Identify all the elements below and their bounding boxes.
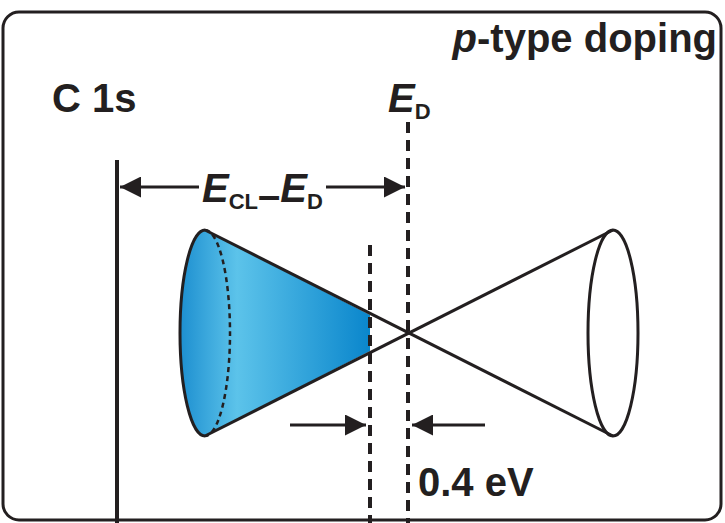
filled-states: [180, 230, 370, 436]
energy-term: ECL: [202, 168, 258, 213]
dirac-point-line: [406, 122, 410, 523]
dirac-energy-label: ED: [388, 78, 431, 123]
dimension-label: ECL–ED: [199, 168, 326, 215]
minus-sign: –: [258, 175, 280, 215]
energy-term: ED: [280, 168, 323, 213]
shift-value: 0.4 eV: [418, 462, 534, 502]
core-level-line: [115, 160, 119, 523]
core-level-label: C 1s: [52, 78, 137, 118]
fermi-level-line: [368, 245, 372, 523]
doping-title: p-type doping: [453, 18, 717, 58]
frame: [3, 12, 721, 520]
